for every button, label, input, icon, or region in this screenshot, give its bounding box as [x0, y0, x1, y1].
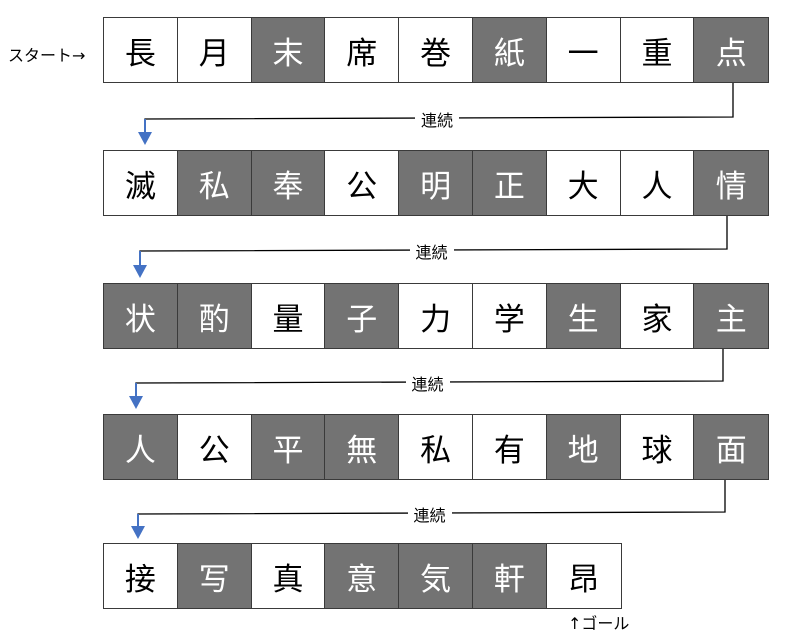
connector-label: 連続: [415, 107, 460, 131]
down-arrow-icon: [129, 396, 143, 409]
kanji-cell: 意: [325, 544, 400, 608]
kanji-cell: 軒: [472, 544, 547, 608]
kanji-cell: 人: [620, 151, 695, 215]
start-label: スタート→: [8, 46, 86, 65]
kanji-cell: 公: [325, 151, 400, 215]
kanji-cell: 量: [251, 284, 326, 348]
kanji-cell: 子: [325, 284, 400, 348]
kanji-cell: 長: [104, 18, 178, 82]
kanji-cell: 力: [399, 284, 473, 348]
kanji-cell: 私: [177, 151, 252, 215]
grid-row-3: 状酌量子力学生家主: [103, 283, 770, 349]
kanji-cell: 写: [177, 544, 252, 608]
connector-label: 連続: [407, 502, 452, 526]
down-arrow-icon: [138, 132, 152, 145]
kanji-cell: 無: [325, 415, 400, 479]
kanji-cell: 酌: [177, 284, 252, 348]
kanji-cell: 巻: [399, 18, 473, 82]
kanji-cell: 公: [177, 415, 252, 479]
kanji-cell: 家: [620, 284, 695, 348]
kanji-cell: 席: [325, 18, 400, 82]
kanji-cell: 有: [472, 415, 547, 479]
kanji-cell: 学: [472, 284, 547, 348]
kanji-cell: 大: [546, 151, 621, 215]
kanji-cell: 月: [177, 18, 252, 82]
down-arrow-icon: [131, 526, 145, 539]
kanji-cell: 状: [104, 284, 178, 348]
kanji-cell: 人: [104, 415, 178, 479]
kanji-cell: 球: [620, 415, 695, 479]
kanji-cell: 平: [251, 415, 326, 479]
kanji-cell: 私: [399, 415, 473, 479]
grid-row-1: 長月末席巻紙一重点: [103, 17, 770, 83]
kanji-cell: 奉: [251, 151, 326, 215]
kanji-cell: 一: [546, 18, 621, 82]
kanji-cell: 末: [251, 18, 326, 82]
kanji-cell: 面: [694, 415, 769, 479]
kanji-cell: 主: [694, 284, 769, 348]
kanji-cell: 滅: [104, 151, 178, 215]
connector-label: 連続: [405, 371, 450, 395]
kanji-cell: 昂: [546, 544, 621, 608]
grid-row-5: 接写真意気軒昂: [103, 543, 622, 609]
kanji-cell: 明: [399, 151, 473, 215]
grid-row-2: 滅私奉公明正大人情: [103, 150, 770, 216]
grid-row-4: 人公平無私有地球面: [103, 414, 770, 480]
kanji-cell: 真: [251, 544, 326, 608]
down-arrow-icon: [133, 265, 147, 278]
kanji-cell: 紙: [472, 18, 547, 82]
kanji-cell: 生: [546, 284, 621, 348]
kanji-cell: 気: [399, 544, 473, 608]
kanji-cell: 重: [620, 18, 695, 82]
kanji-cell: 地: [546, 415, 621, 479]
kanji-cell: 情: [694, 151, 769, 215]
kanji-cell: 接: [104, 544, 178, 608]
kanji-cell: 点: [694, 18, 769, 82]
goal-label: ↑ゴール: [568, 614, 630, 633]
connector-label: 連続: [409, 239, 454, 263]
kanji-cell: 正: [472, 151, 547, 215]
